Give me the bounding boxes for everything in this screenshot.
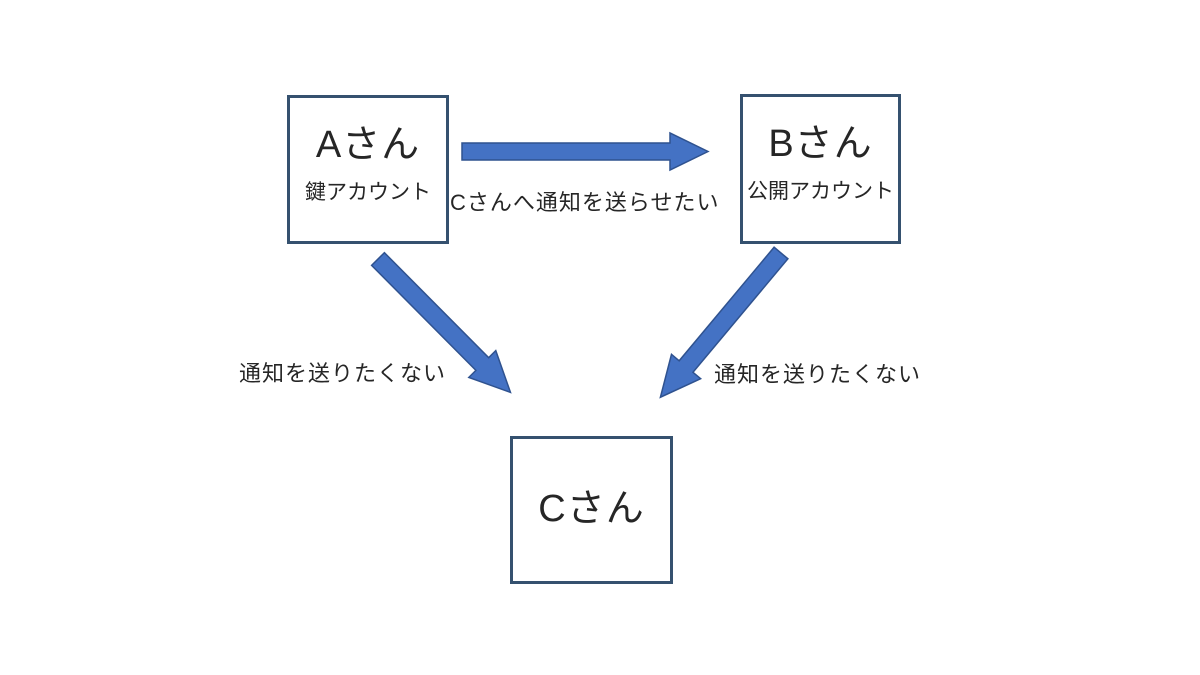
node-c-title: Cさん xyxy=(538,488,645,531)
arrow-a-to-b xyxy=(461,131,710,172)
node-b-box: Bさん 公開アカウント xyxy=(740,94,901,244)
edge-label-b-to-c: 通知を送りたくない xyxy=(714,362,922,387)
arrow-b-to-c xyxy=(659,246,789,399)
node-a-subtitle: 鍵アカウント xyxy=(305,180,431,204)
node-b-subtitle: 公開アカウント xyxy=(747,179,894,203)
edge-label-a-to-b: Cさんへ通知を送らせたい xyxy=(450,190,720,215)
node-b-title: Bさん xyxy=(768,123,873,165)
edge-label-a-to-c: 通知を送りたくない xyxy=(239,361,447,386)
node-a-title: Aさん xyxy=(315,124,421,166)
arrow-a-to-c xyxy=(370,251,512,394)
node-c-box: Cさん xyxy=(510,436,673,584)
node-a-box: Aさん 鍵アカウント xyxy=(287,95,449,244)
